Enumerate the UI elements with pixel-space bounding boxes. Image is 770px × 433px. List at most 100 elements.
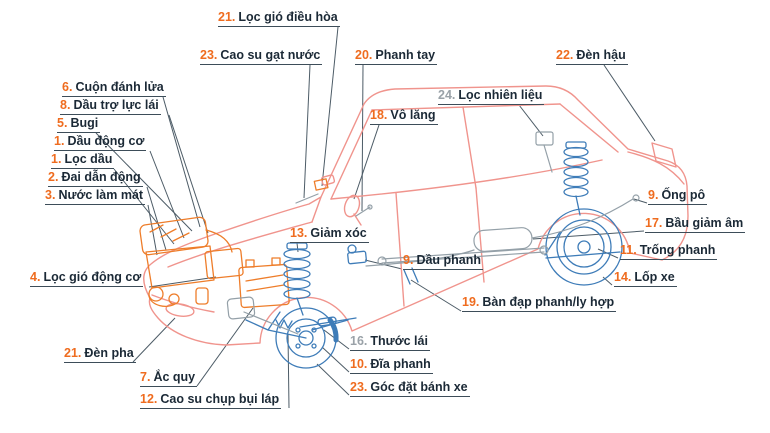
label-text: Cao su chụp bụi láp xyxy=(160,392,280,406)
label-cv-boot: 12.Cao su chụp bụi láp xyxy=(140,392,282,409)
coil-spring-front xyxy=(283,278,311,290)
label-cabin-air-filter: 21.Lọc gió điều hòa xyxy=(218,10,340,27)
label-wiper-rubber: 23.Cao su gạt nước xyxy=(200,48,323,65)
label-engine-air-filter: 4.Lọc gió động cơ xyxy=(30,270,144,287)
label-headlight: 21.Đèn pha xyxy=(64,346,136,363)
label-shock-absorber: 13.Giảm xóc xyxy=(290,226,369,243)
leader-cabin-air-filter xyxy=(321,26,339,187)
pedal-arms xyxy=(403,267,419,285)
label-text: Lọc gió động cơ xyxy=(43,270,142,284)
battery-shape xyxy=(238,263,290,309)
steering-rack-housing xyxy=(317,316,337,327)
coil-spring-front xyxy=(283,268,311,280)
label-tire: 14.Lốp xe xyxy=(614,270,677,287)
wiper-blade xyxy=(295,193,319,204)
label-text: Phanh tay xyxy=(375,48,436,62)
label-tail-light: 22.Đèn hậu xyxy=(556,48,628,65)
rear-door-cut xyxy=(475,187,485,283)
coil-spring-rear xyxy=(563,166,589,178)
label-text: Bugi xyxy=(70,116,99,130)
drive-belt-shape xyxy=(148,295,176,307)
brake-master-cylinder xyxy=(347,250,368,265)
label-text: Đèn pha xyxy=(84,346,134,360)
label-text: Cuộn đánh lửa xyxy=(75,80,164,94)
label-text: Lọc gió điều hòa xyxy=(238,10,338,24)
brake-fluid-reservoir xyxy=(347,244,357,254)
label-engine-oil: 1.Dầu động cơ xyxy=(54,134,147,151)
leader-brake-clutch-pedal xyxy=(410,279,462,312)
b-pillar xyxy=(462,106,477,189)
label-number: 21. xyxy=(218,10,236,24)
front-suspension-brake xyxy=(245,242,419,369)
leader-engine-air-filter xyxy=(148,276,217,288)
label-number: 10. xyxy=(350,357,368,371)
rear-glass-inner xyxy=(559,103,619,153)
label-text: Cao su gạt nước xyxy=(220,48,321,62)
label-ignition-coil: 6.Cuộn đánh lửa xyxy=(62,80,166,97)
label-text: Thước lái xyxy=(370,334,428,348)
wheel-bolt xyxy=(295,327,301,333)
label-number: 9. xyxy=(403,253,414,267)
wheel-bolt xyxy=(311,343,317,349)
label-number: 13. xyxy=(290,226,308,240)
leader-tire xyxy=(602,276,613,286)
label-text: Vô lăng xyxy=(390,108,436,122)
coil-spring-front xyxy=(283,258,311,270)
tail-pipe xyxy=(531,198,634,239)
label-number: 9. xyxy=(648,188,659,202)
label-number: 19. xyxy=(462,295,480,309)
leader-cv-boot xyxy=(287,333,290,409)
label-number: 7. xyxy=(140,370,151,384)
leader-oil-filter xyxy=(113,168,175,245)
leader-wheel-alignment xyxy=(316,363,350,396)
leader-drive-belt xyxy=(146,186,167,251)
shaft-joint xyxy=(539,245,549,255)
label-spark-plug: 5.Bugi xyxy=(57,116,101,133)
label-number: 21. xyxy=(64,346,82,360)
handbrake-knob xyxy=(367,204,373,210)
label-brake-clutch-pedal: 19.Bàn đạp phanh/ly hợp xyxy=(462,295,617,312)
label-number: 16. xyxy=(350,334,368,348)
label-text: Nước làm mát xyxy=(58,188,144,202)
label-fuel-filter: 24.Lọc nhiên liệu xyxy=(438,88,545,105)
engine-assembly xyxy=(139,178,329,309)
label-text: Dầu động cơ xyxy=(67,134,145,148)
label-steering-wheel: 18.Vô lăng xyxy=(370,108,438,125)
leader-muffler xyxy=(532,230,645,240)
beltline xyxy=(330,159,603,200)
battery-terminal-left xyxy=(245,259,255,268)
leader-headlight xyxy=(132,317,176,363)
label-number: 6. xyxy=(62,80,73,94)
label-text: Trống phanh xyxy=(639,243,716,257)
label-text: Đai dẫn động xyxy=(61,170,141,184)
brake-disc-inner xyxy=(286,318,326,358)
label-number: 3. xyxy=(45,188,56,202)
air-filter-box xyxy=(204,247,244,280)
label-power-steering-fluid: 8.Dầu trợ lực lái xyxy=(60,98,161,115)
leader-engine-oil xyxy=(149,150,185,239)
leader-power-steering-fluid xyxy=(168,114,209,234)
crank-pulley xyxy=(148,286,164,302)
label-muffler: 17.Bầu giảm âm xyxy=(645,216,746,233)
steering-column xyxy=(353,213,362,226)
label-text: Ắc quy xyxy=(153,370,196,384)
leader-fuel-filter xyxy=(518,104,544,137)
brake-drum-inner xyxy=(563,226,605,268)
cv-boot-shape xyxy=(275,319,293,329)
leader-brake-disc xyxy=(321,346,350,373)
leader-exhaust-pipe xyxy=(633,198,648,204)
gearbox xyxy=(226,296,256,320)
label-text: Dầu phanh xyxy=(416,253,482,267)
label-number: 12. xyxy=(140,392,158,406)
label-wheel-alignment: 23.Góc đặt bánh xe xyxy=(350,380,470,397)
label-brake-disc: 10.Đĩa phanh xyxy=(350,357,433,374)
label-number: 14. xyxy=(614,270,632,284)
side-mirror xyxy=(320,174,336,186)
steering-wheel-shape xyxy=(343,194,361,218)
label-battery: 7.Ắc quy xyxy=(140,370,198,387)
label-coolant: 3.Nước làm mát xyxy=(45,188,146,205)
headlight-shape xyxy=(165,303,195,317)
leader-wiper-rubber xyxy=(303,64,311,199)
